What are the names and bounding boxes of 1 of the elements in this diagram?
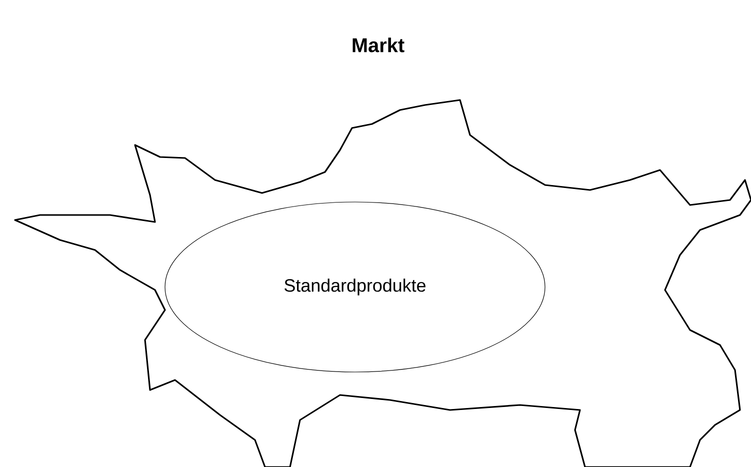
node-label: Markt [352, 38, 404, 52]
